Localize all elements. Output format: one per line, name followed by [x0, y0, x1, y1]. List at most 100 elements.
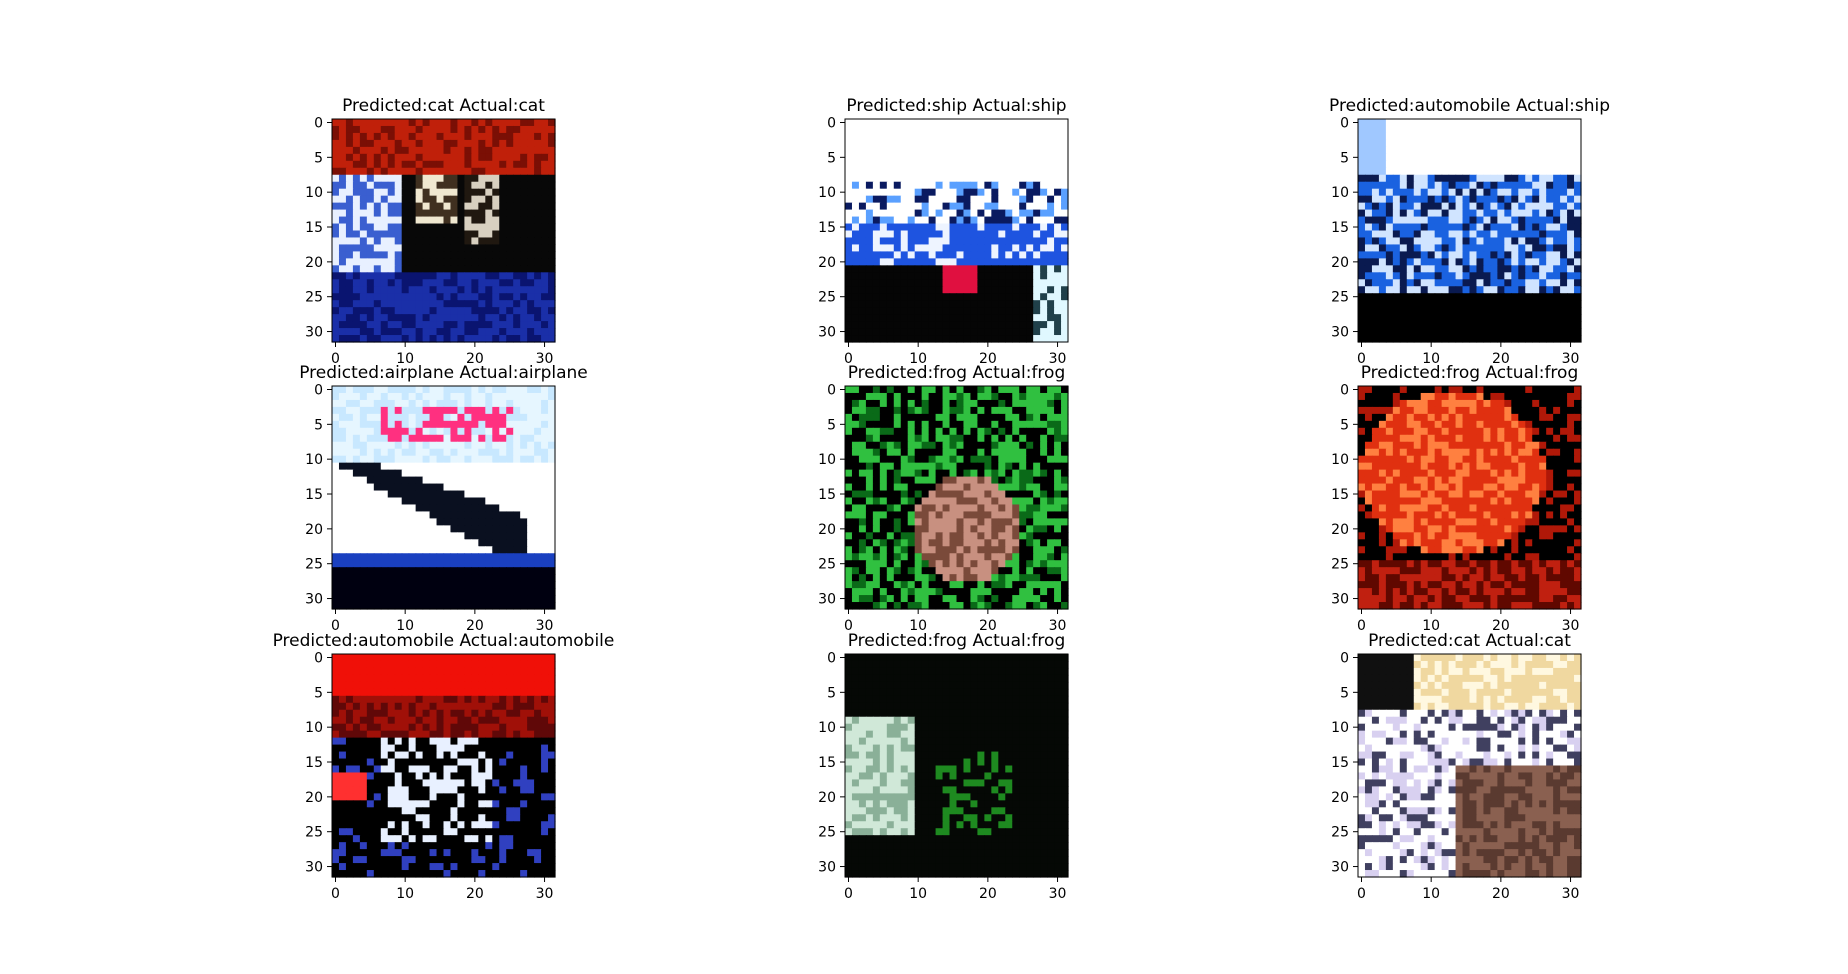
- x-tick-label: 20: [979, 886, 997, 902]
- x-tick-label: 0: [331, 351, 340, 367]
- y-tick-label: 10: [305, 720, 323, 736]
- x-tick-label: 20: [466, 886, 484, 902]
- y-tick-label: 15: [305, 755, 323, 771]
- x-tick-label: 0: [1357, 886, 1366, 902]
- x-tick-label: 10: [1422, 886, 1440, 902]
- x-tick-label: 20: [979, 618, 997, 634]
- x-tick-label: 20: [466, 351, 484, 367]
- panel-title: Predicted:automobile Actual:ship: [1329, 96, 1610, 116]
- sample-image: [845, 654, 1069, 878]
- y-tick-label: 5: [827, 685, 836, 701]
- y-tick-label: 20: [1331, 255, 1349, 271]
- panel-title: Predicted:frog Actual:frog: [848, 631, 1066, 651]
- y-tick-label: 5: [827, 417, 836, 433]
- axes-frame: [844, 385, 1069, 610]
- sample-image: [332, 654, 556, 878]
- y-tick-label: 15: [305, 220, 323, 236]
- x-tick-label: 0: [1357, 351, 1366, 367]
- x-tick-label: 20: [1492, 618, 1510, 634]
- y-tick-label: 10: [1331, 185, 1349, 201]
- sample-image: [1358, 119, 1582, 343]
- y-tick-label: 25: [1331, 825, 1349, 841]
- sample-image: [1358, 654, 1582, 878]
- y-tick-label: 20: [1331, 522, 1349, 538]
- x-tick-label: 0: [1357, 618, 1366, 634]
- y-tick-label: 25: [818, 290, 836, 306]
- y-tick-label: 25: [305, 557, 323, 573]
- x-tick-label: 30: [1049, 618, 1067, 634]
- x-tick-label: 30: [1562, 618, 1580, 634]
- axes-frame: [844, 653, 1069, 878]
- x-tick-label: 30: [536, 886, 554, 902]
- y-tick-label: 20: [818, 255, 836, 271]
- y-tick-label: 30: [1331, 325, 1349, 341]
- y-tick-label: 20: [818, 522, 836, 538]
- y-tick-label: 5: [827, 150, 836, 166]
- y-tick-label: 5: [1340, 685, 1349, 701]
- y-tick-label: 15: [1331, 220, 1349, 236]
- sample-image: [332, 119, 556, 343]
- x-tick-label: 0: [844, 886, 853, 902]
- y-tick-label: 20: [818, 790, 836, 806]
- x-tick-label: 10: [396, 351, 414, 367]
- y-tick-label: 5: [314, 685, 323, 701]
- y-tick-label: 20: [305, 255, 323, 271]
- axes-frame: [331, 653, 556, 878]
- y-tick-label: 10: [818, 452, 836, 468]
- panel-title: Predicted:frog Actual:frog: [848, 363, 1066, 383]
- x-tick-label: 30: [536, 351, 554, 367]
- axes-frame: [844, 118, 1069, 343]
- y-tick-label: 20: [305, 522, 323, 538]
- y-tick-label: 15: [305, 487, 323, 503]
- x-tick-label: 20: [979, 351, 997, 367]
- y-tick-label: 0: [314, 115, 323, 131]
- y-tick-label: 5: [1340, 417, 1349, 433]
- y-tick-label: 25: [1331, 557, 1349, 573]
- x-tick-label: 0: [331, 886, 340, 902]
- y-tick-label: 25: [305, 290, 323, 306]
- x-tick-label: 0: [844, 618, 853, 634]
- y-tick-label: 10: [1331, 720, 1349, 736]
- axes-frame: [331, 385, 556, 610]
- y-tick-label: 15: [818, 487, 836, 503]
- y-tick-label: 10: [305, 452, 323, 468]
- panel-title: Predicted:ship Actual:ship: [846, 96, 1066, 116]
- x-tick-label: 30: [1562, 351, 1580, 367]
- y-tick-label: 15: [1331, 755, 1349, 771]
- y-tick-label: 25: [818, 557, 836, 573]
- axes-frame: [1357, 385, 1582, 610]
- y-tick-label: 10: [818, 720, 836, 736]
- y-tick-label: 30: [1331, 592, 1349, 608]
- y-tick-label: 30: [305, 325, 323, 341]
- y-tick-label: 30: [818, 860, 836, 876]
- y-tick-label: 10: [305, 185, 323, 201]
- y-tick-label: 0: [827, 650, 836, 666]
- axes-frame: [1357, 118, 1582, 343]
- x-tick-label: 10: [396, 618, 414, 634]
- y-tick-label: 0: [314, 650, 323, 666]
- x-tick-label: 0: [844, 351, 853, 367]
- y-tick-label: 30: [305, 592, 323, 608]
- x-tick-label: 30: [1562, 886, 1580, 902]
- x-tick-label: 10: [396, 886, 414, 902]
- x-tick-label: 30: [1049, 886, 1067, 902]
- y-tick-label: 0: [1340, 650, 1349, 666]
- x-tick-label: 20: [466, 618, 484, 634]
- y-tick-label: 20: [1331, 790, 1349, 806]
- y-tick-label: 30: [818, 592, 836, 608]
- y-tick-label: 15: [818, 220, 836, 236]
- x-tick-label: 10: [909, 351, 927, 367]
- y-tick-label: 25: [818, 825, 836, 841]
- axes-frame: [1357, 653, 1582, 878]
- y-tick-label: 20: [305, 790, 323, 806]
- y-tick-label: 0: [827, 115, 836, 131]
- axes-frame: [331, 118, 556, 343]
- panel-title: Predicted:cat Actual:cat: [342, 96, 545, 116]
- y-tick-label: 0: [1340, 382, 1349, 398]
- x-tick-label: 10: [1422, 351, 1440, 367]
